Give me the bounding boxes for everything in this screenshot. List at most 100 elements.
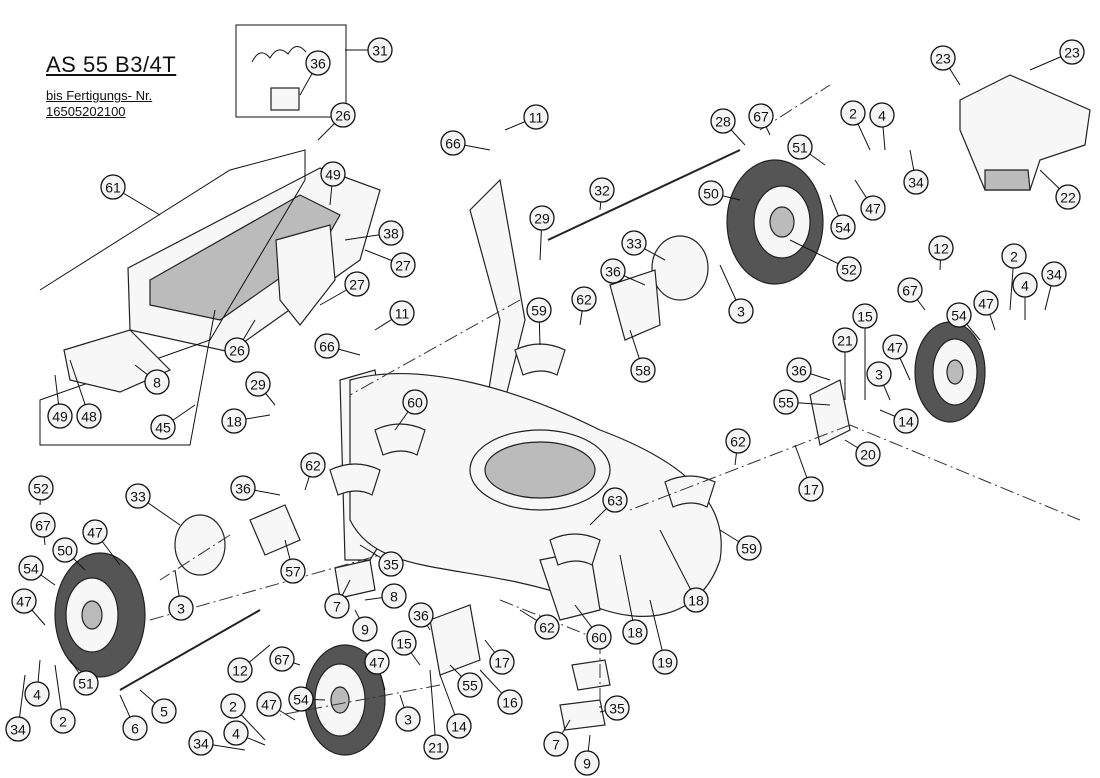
callout-54: 54: [18, 555, 56, 586]
callout-26: 26: [224, 319, 256, 363]
callout-number: 52: [841, 262, 857, 278]
callout-45: 45: [150, 404, 196, 440]
callout-number: 4: [878, 108, 886, 124]
callout-number: 9: [583, 756, 591, 772]
callout-bubble: [50, 708, 76, 734]
callout-11: 11: [374, 300, 415, 331]
callout-33: 33: [125, 483, 181, 526]
model-title: AS 55 B3/4T: [46, 52, 177, 77]
callout-bubble: [602, 487, 628, 513]
callout-number: 34: [1046, 267, 1062, 283]
callout-47: 47: [11, 588, 46, 626]
callout-bubble: [710, 108, 736, 134]
callout-bubble: [497, 689, 523, 715]
callout-bubble: [787, 134, 813, 160]
callout-26: 26: [317, 102, 356, 141]
callout-33: 33: [621, 230, 666, 261]
callout-bubble: [600, 258, 626, 284]
callout-number: 47: [261, 697, 277, 713]
callout-35: 35: [599, 695, 630, 721]
callout-number: 4: [33, 687, 41, 703]
callout-number: 2: [849, 106, 857, 122]
callout-bubble: [223, 720, 249, 746]
callout-number: 66: [445, 136, 461, 152]
callout-66: 66: [314, 333, 361, 359]
callout-bubble: [18, 555, 44, 581]
callout-bubble: [30, 512, 56, 538]
callout-bubble: [1012, 272, 1038, 298]
spring-box: [235, 24, 347, 118]
callout-bubble: [24, 681, 50, 707]
callout-number: 67: [753, 109, 769, 125]
callout-leader-line: [659, 529, 697, 601]
front-left-wheel: [304, 644, 386, 756]
callout-bubble: [52, 537, 78, 563]
callout-2: 2: [840, 100, 871, 151]
callout-number: 45: [155, 420, 171, 436]
callout-number: 28: [715, 114, 731, 130]
callout-62: 62: [300, 452, 326, 491]
callout-12: 12: [928, 235, 954, 271]
callout-31: 31: [345, 37, 393, 63]
callout-3: 3: [866, 361, 892, 401]
callout-bubble: [946, 302, 972, 328]
callout-17: 17: [484, 639, 515, 675]
callout-number: 63: [607, 493, 623, 509]
callout-bubble: [1055, 184, 1081, 210]
callout-number: 54: [951, 308, 967, 324]
callout-number: 67: [35, 518, 51, 534]
callout-bubble: [698, 180, 724, 206]
callout-number: 50: [57, 543, 73, 559]
callout-number: 51: [78, 676, 94, 692]
callout-bubble: [402, 389, 428, 415]
callout-62: 62: [519, 609, 560, 640]
callout-bubble: [221, 408, 247, 434]
callout-bubble: [855, 441, 881, 467]
callout-bubble: [330, 102, 356, 128]
callout-bubble: [897, 277, 923, 303]
callout-number: 8: [153, 375, 161, 391]
callout-bubble: [683, 587, 709, 613]
callout-51: 51: [787, 134, 826, 166]
callout-number: 22: [1060, 190, 1076, 206]
callout-29: 29: [529, 205, 555, 261]
callout-number: 36: [310, 56, 326, 72]
callout-58: 58: [629, 329, 656, 383]
callout-number: 2: [59, 714, 67, 730]
callout-number: 11: [529, 110, 544, 126]
callout-number: 7: [552, 737, 560, 753]
callout-number: 23: [935, 51, 951, 67]
callout-number: 27: [349, 277, 365, 293]
callout-bubble: [840, 100, 866, 126]
callout-number: 34: [908, 175, 924, 191]
gear-discs: [174, 235, 709, 576]
callout-bubble: [728, 298, 754, 324]
callout-bubble: [830, 214, 856, 240]
callout-bubble: [489, 649, 515, 675]
callout-number: 9: [361, 622, 369, 638]
callout-number: 60: [591, 630, 607, 646]
rear-left-wheel: [54, 552, 146, 678]
callout-bubble: [529, 205, 555, 231]
callout-bubble: [381, 583, 407, 609]
callout-49: 49: [320, 161, 346, 206]
rear-axle-rod: [119, 149, 741, 691]
callout-bubble: [893, 408, 919, 434]
callout-number: 3: [177, 601, 185, 617]
callout-15: 15: [391, 630, 421, 666]
callout-bubble: [122, 715, 148, 741]
callout-52: 52: [789, 239, 862, 282]
callout-bubble: [408, 602, 434, 628]
callout-number: 20: [860, 447, 876, 463]
callout-number: 36: [791, 363, 807, 379]
callout-59: 59: [526, 297, 552, 346]
title-block: AS 55 B3/4T bis Fertigungs- Nr. 16505202…: [46, 52, 176, 120]
callout-50: 50: [52, 537, 86, 571]
callout-bubble: [589, 177, 615, 203]
callout-number: 32: [594, 183, 610, 199]
callout-number: 17: [494, 655, 510, 671]
callout-number: 54: [293, 692, 309, 708]
callout-54: 54: [946, 302, 981, 341]
callout-bubble: [736, 535, 762, 561]
